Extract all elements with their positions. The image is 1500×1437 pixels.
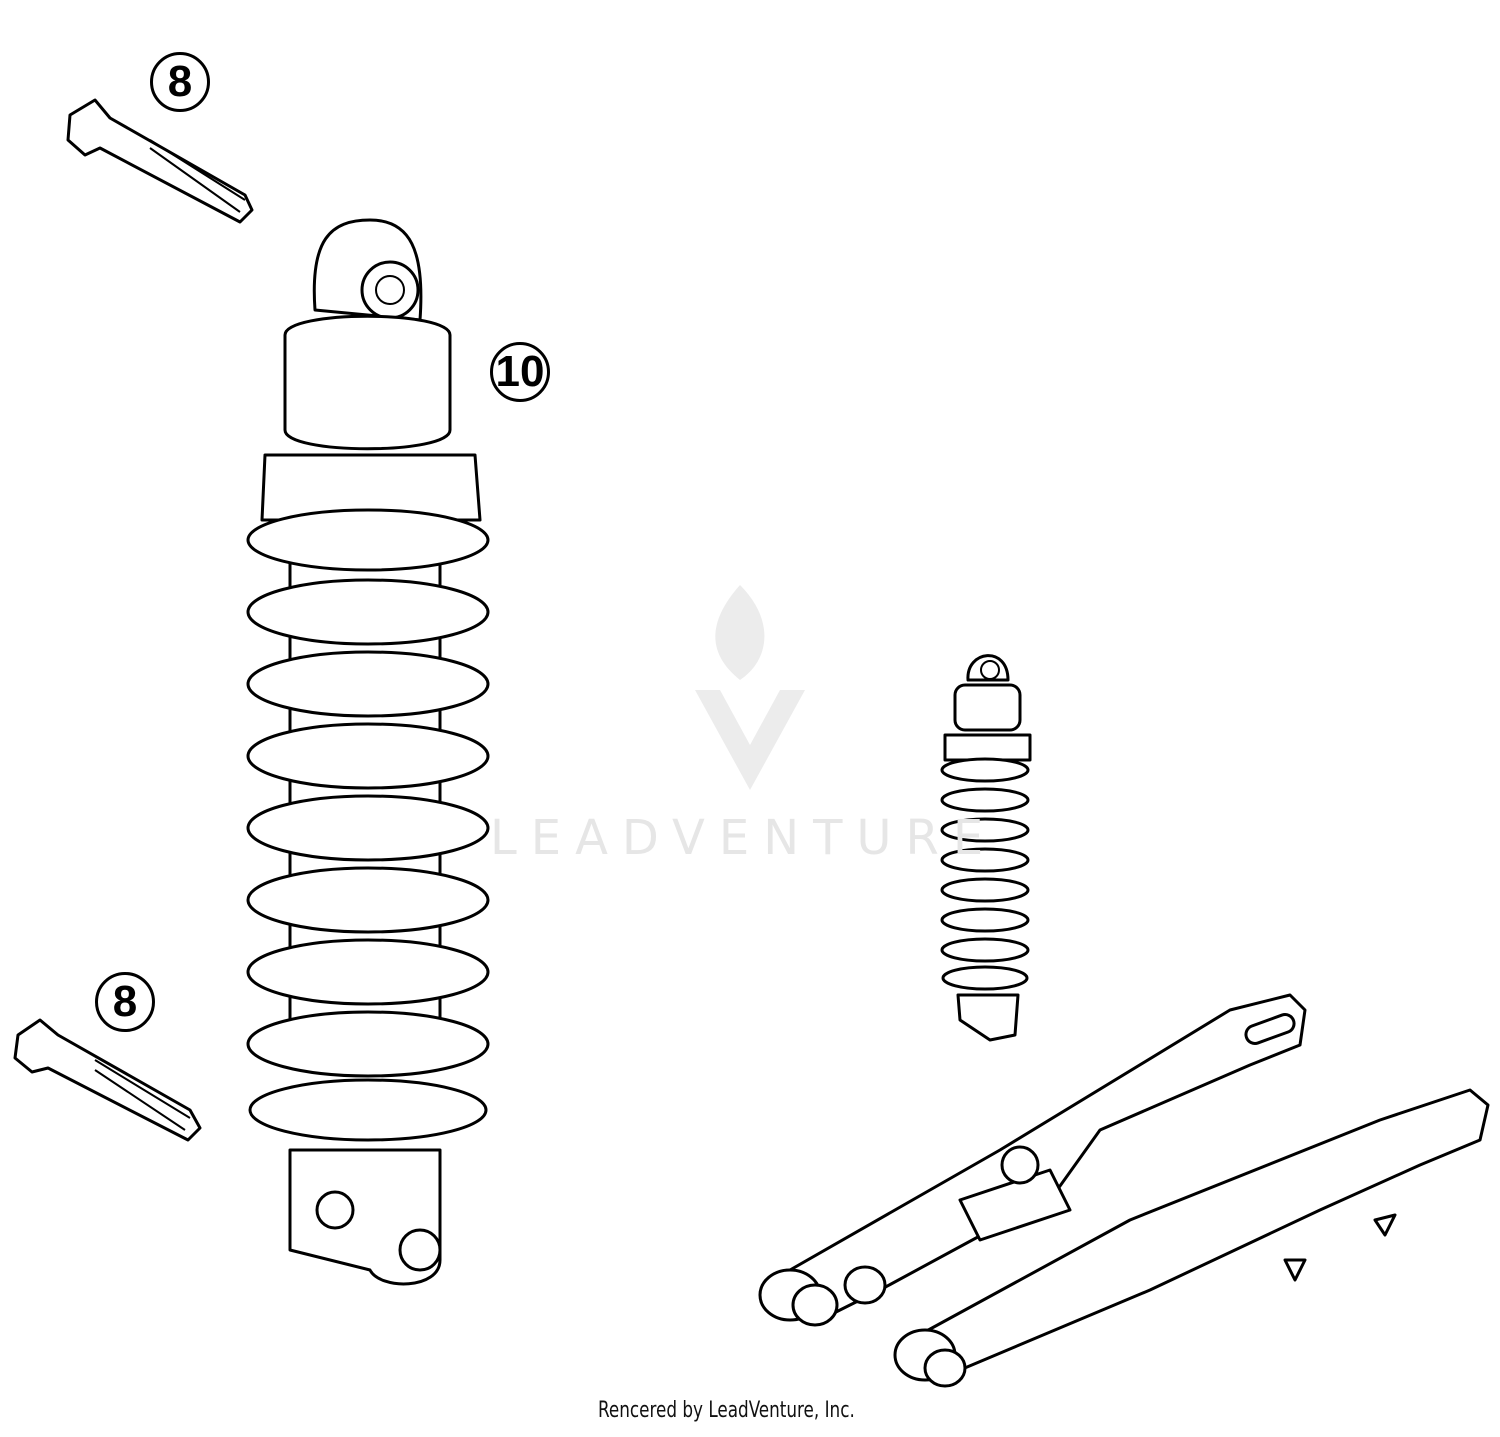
callout-8-top: 8 [150, 52, 210, 112]
bolt-bottom [13, 1018, 202, 1142]
bolt-top [66, 98, 254, 224]
swingarm [758, 993, 1490, 1388]
watermark-text: LEADVENTURE [490, 810, 998, 866]
shock-absorber-small [940, 654, 1032, 1042]
callout-10: 10 [490, 342, 550, 402]
spring-coils [246, 508, 490, 1142]
callout-8-bottom: 8 [95, 972, 155, 1032]
shock-absorber-large [246, 218, 490, 1286]
watermark-logo [695, 585, 805, 790]
footer-credit: Rencered by LeadVenture, Inc. [598, 1398, 855, 1423]
